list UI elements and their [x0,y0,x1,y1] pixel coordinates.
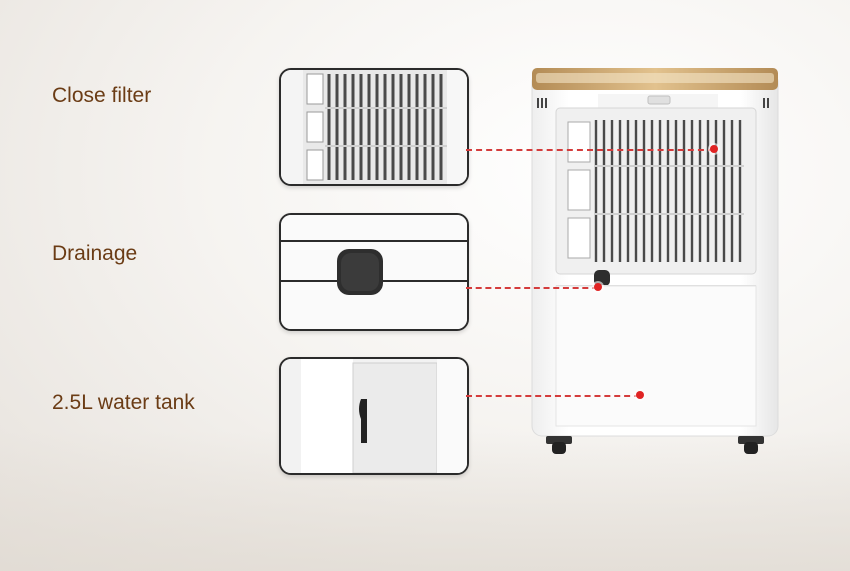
drain-plug-icon [281,215,467,329]
filter-grille-icon [281,70,467,184]
leader-line-water-tank [466,395,640,397]
leader-line-filter [466,149,714,151]
callout-drainage-closeup [279,213,469,331]
marker-dot-drainage [594,283,602,291]
callout-water-tank-closeup [279,357,469,475]
callout-filter-closeup [279,68,469,186]
water-tank-icon [281,359,467,473]
marker-dot-filter [710,145,718,153]
marker-dot-water-tank [636,391,644,399]
feature-label-filter: Close filter [52,84,152,107]
feature-label-drainage: Drainage [52,242,138,265]
leader-line-drainage [466,287,598,289]
feature-label-water-tank: 2.5L water tank [52,391,195,414]
